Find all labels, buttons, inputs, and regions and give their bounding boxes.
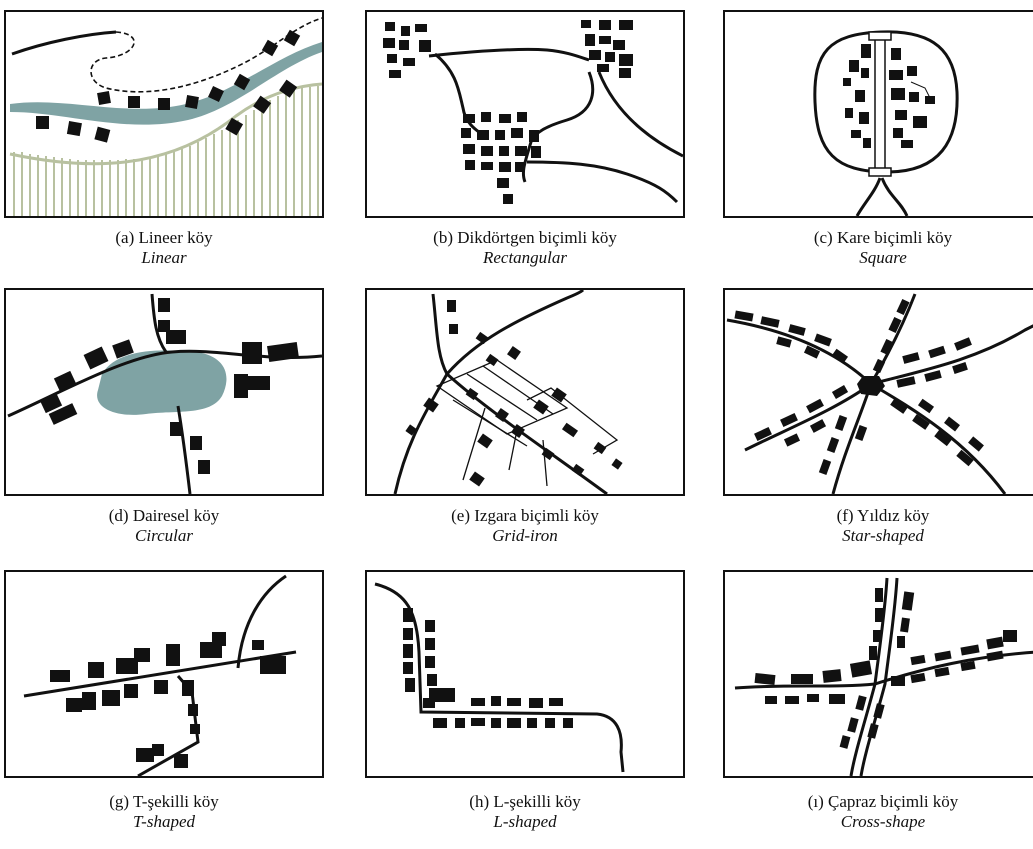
cross-shape-village-diagram xyxy=(723,570,1033,778)
t-shaped-village-diagram xyxy=(4,570,324,778)
l-shaped-village-diagram xyxy=(365,570,685,778)
caption-en: Cross-shape xyxy=(840,812,926,831)
caption-en: Linear xyxy=(141,248,187,267)
caption-tr: (a) Lineer köy xyxy=(115,228,213,247)
caption-star-shaped: (f) Yıldız köy Star-shaped xyxy=(723,506,1033,546)
caption-en: L-shaped xyxy=(493,812,557,831)
square-village-diagram xyxy=(723,10,1033,218)
caption-l-shaped: (h) L-şekilli köy L-shaped xyxy=(365,792,685,832)
rectangular-village-diagram xyxy=(365,10,685,218)
caption-tr: (b) Dikdörtgen biçimli köy xyxy=(433,228,617,247)
caption-en: Circular xyxy=(135,526,193,545)
caption-tr: (ı) Çapraz biçimli köy xyxy=(807,792,959,811)
caption-en: Grid-iron xyxy=(492,526,558,545)
caption-cross-shape: (ı) Çapraz biçimli köy Cross-shape xyxy=(723,792,1033,832)
caption-tr: (e) Izgara biçimli köy xyxy=(451,506,599,525)
caption-en: T-shaped xyxy=(132,812,195,831)
linear-village-diagram xyxy=(4,10,324,218)
caption-en: Rectangular xyxy=(482,248,568,267)
grid-iron-village-diagram xyxy=(365,288,685,496)
caption-grid-iron: (e) Izgara biçimli köy Grid-iron xyxy=(365,506,685,546)
star-shaped-village-diagram xyxy=(723,288,1033,496)
caption-linear: (a) Lineer köy Linear xyxy=(4,228,324,268)
circular-village-diagram xyxy=(4,288,324,496)
caption-en: Star-shaped xyxy=(842,526,924,545)
caption-tr: (h) L-şekilli köy xyxy=(469,792,581,811)
caption-rectangular: (b) Dikdörtgen biçimli köy Rectangular xyxy=(365,228,685,268)
caption-tr: (f) Yıldız köy xyxy=(836,506,930,525)
caption-circular: (d) Dairesel köy Circular xyxy=(4,506,324,546)
caption-square: (c) Kare biçimli köy Square xyxy=(723,228,1033,268)
caption-tr: (c) Kare biçimli köy xyxy=(813,228,953,247)
caption-en: Square xyxy=(859,248,907,267)
caption-tr: (g) T-şekilli köy xyxy=(109,792,219,811)
caption-tr: (d) Dairesel köy xyxy=(108,506,220,525)
caption-t-shaped: (g) T-şekilli köy T-shaped xyxy=(4,792,324,832)
